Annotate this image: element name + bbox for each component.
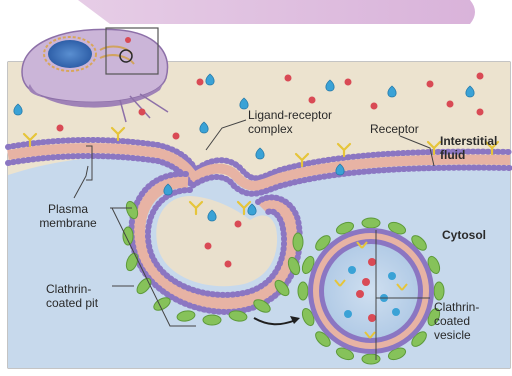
particle [427,81,434,88]
particle [173,133,180,140]
clathrin-unit [123,227,133,245]
vesicle-particle [392,308,400,316]
label-cytosol-text: Cytosol [442,228,486,242]
particle [447,101,454,108]
vesicle-particle [368,314,376,322]
label-clathrin-coated-vesicle: Clathrin- coated vesicle [434,300,479,342]
vesicle-particle [388,272,396,280]
cell-nucleus [48,40,92,68]
label-interstitial-line2: fluid [440,148,497,162]
clathrin-unit [203,315,221,325]
particle [309,97,316,104]
label-plasma-line1: Plasma [24,202,112,216]
particle [225,261,232,268]
clathrin-coated-vesicle [298,218,444,364]
clathrin-unit [298,282,308,300]
label-vesicle-line3: vesicle [434,328,479,342]
vesicle-particle [368,258,376,266]
label-clathrin-coated-pit: Clathrin- coated pit [46,282,98,310]
clathrin-unit [293,233,303,251]
particle [345,79,352,86]
label-receptor: Receptor [370,122,419,136]
clathrin-unit [362,354,380,364]
label-vesicle-line1: Clathrin- [434,300,479,314]
particle [477,73,484,80]
label-receptor-text: Receptor [370,122,419,136]
particle [197,79,204,86]
label-plasma-membrane: Plasma membrane [24,202,112,230]
label-vesicle-line2: coated [434,314,479,328]
clathrin-unit [434,282,444,300]
particle [235,221,242,228]
vesicle-particle [344,310,352,318]
particle [477,109,484,116]
label-ligand-receptor: Ligand-receptor complex [248,108,332,136]
cell-body [22,29,167,102]
label-plasma-line2: membrane [24,216,112,230]
vesicle-particle [362,278,370,286]
particle [205,243,212,250]
vesicle-particle [348,266,356,274]
label-ligand-receptor-line1: Ligand-receptor [248,108,332,122]
particle [285,75,292,82]
particle [57,125,64,132]
label-interstitial-line1: Interstitial [440,134,497,148]
label-pit-line2: coated pit [46,296,98,310]
top-band [78,0,475,24]
vesicle-lumen [324,244,418,338]
clathrin-unit [362,218,380,228]
vesicle-particle [356,290,364,298]
label-pit-line1: Clathrin- [46,282,98,296]
label-cytosol: Cytosol [442,228,486,242]
label-interstitial-fluid: Interstitial fluid [440,134,497,162]
label-ligand-receptor-line2: complex [248,122,332,136]
particle [139,109,146,116]
particle [371,103,378,110]
